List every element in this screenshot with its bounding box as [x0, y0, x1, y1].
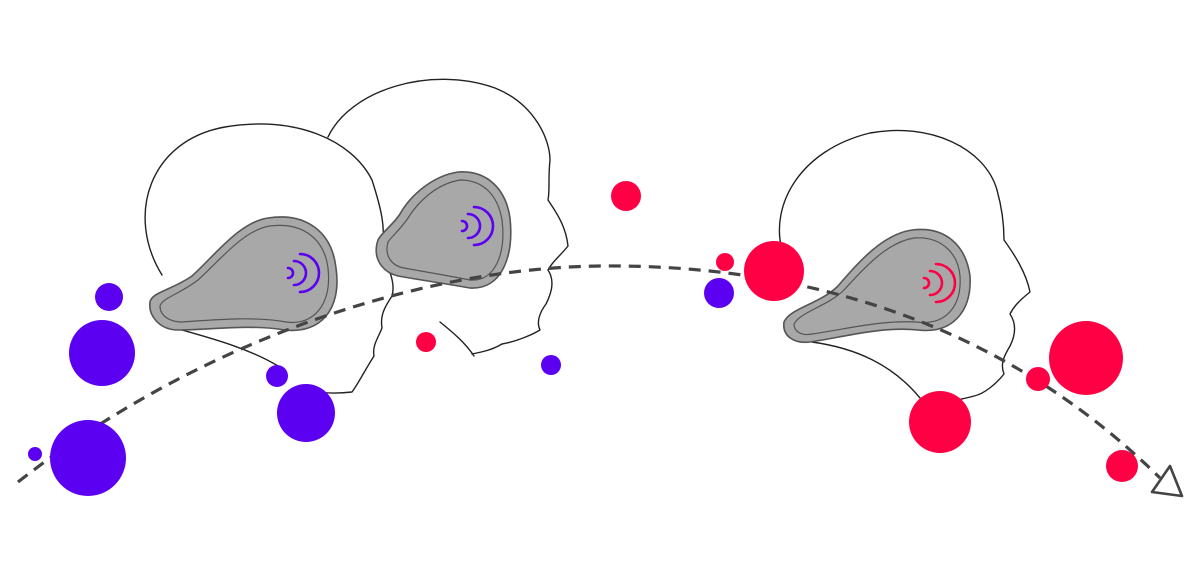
particle-red — [611, 181, 641, 211]
particle-red — [1106, 450, 1138, 482]
device-left — [149, 216, 338, 332]
particle-red — [1026, 367, 1050, 391]
wireless-signal-icon — [460, 205, 495, 247]
particle-red — [1049, 321, 1123, 395]
device-right-body — [783, 228, 971, 344]
particles — [28, 181, 1138, 496]
device-middle-body — [375, 171, 512, 289]
particle-blue — [541, 355, 561, 375]
particle-red — [716, 253, 734, 271]
head-right-neck — [811, 341, 921, 399]
device-left-inner-edge — [159, 224, 330, 324]
wireless-signal-icon — [922, 262, 957, 304]
head-middle-neck — [439, 321, 475, 357]
particle-blue — [69, 320, 135, 386]
device-middle-inner-edge — [386, 179, 504, 281]
head-right — [778, 129, 1031, 405]
device-right-inner-edge — [793, 237, 961, 336]
head-left-neck — [181, 329, 279, 367]
particle-red — [744, 241, 804, 301]
particle-blue — [277, 384, 335, 442]
arrow-head-icon — [1150, 464, 1184, 498]
particle-blue — [28, 447, 42, 461]
particle-red — [416, 332, 436, 352]
particle-blue — [704, 278, 734, 308]
particle-blue — [50, 420, 126, 496]
wireless-signal-icon — [286, 252, 321, 294]
head-middle — [327, 78, 569, 357]
particle-red — [909, 391, 971, 453]
device-right — [783, 228, 971, 344]
device-left-body — [149, 216, 338, 332]
device-middle — [375, 171, 512, 289]
particle-blue — [95, 283, 123, 311]
head-right-outline — [778, 129, 1031, 405]
head-middle-outline — [327, 78, 569, 355]
trajectory-path — [17, 264, 1162, 484]
particle-blue — [266, 365, 288, 387]
